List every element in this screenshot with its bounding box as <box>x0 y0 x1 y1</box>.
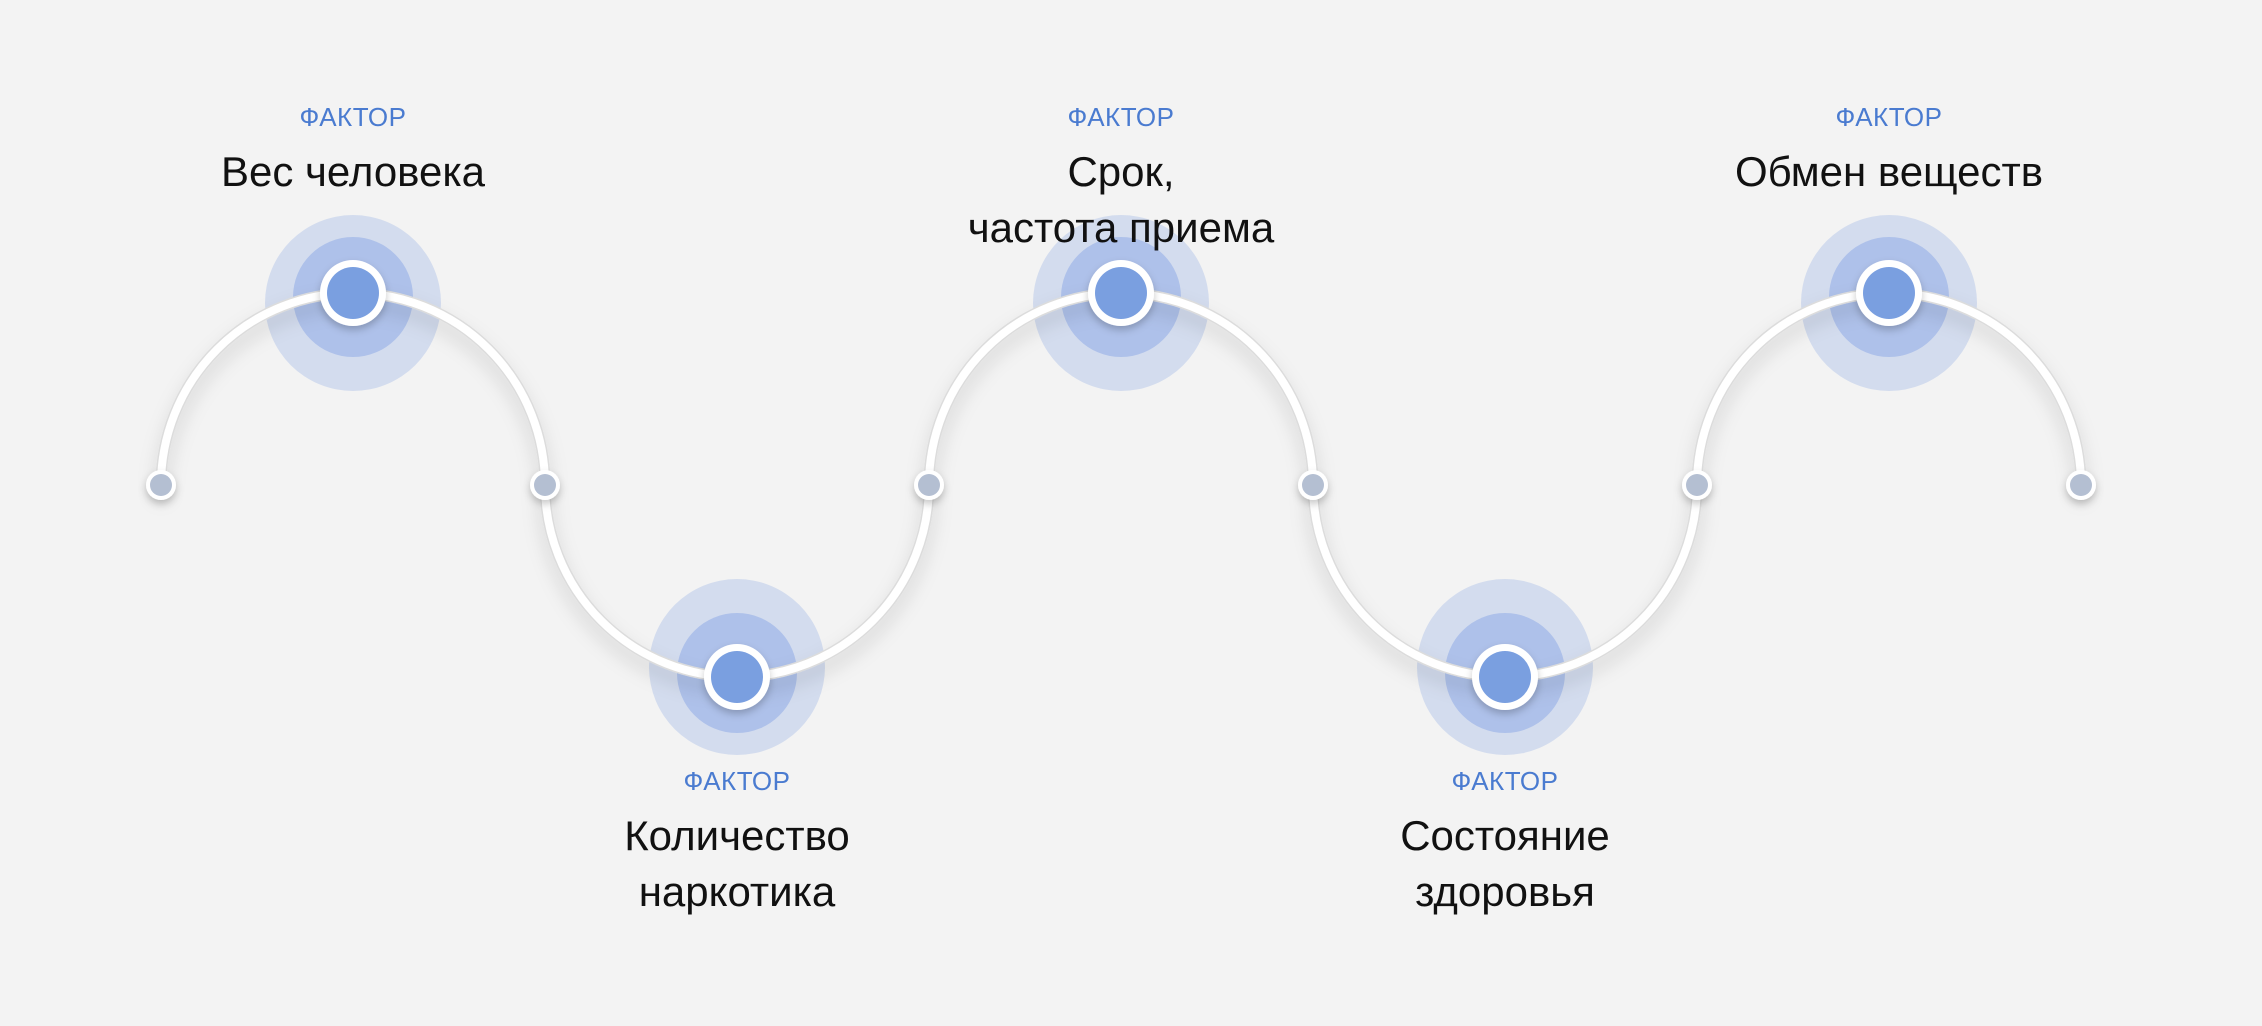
factor-label-health: ФАКТОР Состояние здоровья <box>1275 768 1735 920</box>
factor-kicker: ФАКТОР <box>683 766 791 796</box>
factor-label-metabolism: ФАКТОР Обмен веществ <box>1659 104 2119 200</box>
factor-title-line: Состояние <box>1400 812 1610 859</box>
connector-dot <box>1686 474 1708 496</box>
connector-dot <box>918 474 940 496</box>
node-dot <box>711 651 763 703</box>
factor-title: Срок, частота приема <box>891 144 1351 256</box>
node-dot <box>1095 267 1147 319</box>
factor-title-line: частота приема <box>967 204 1275 251</box>
factor-nodes <box>320 260 1922 710</box>
factor-title: Количество наркотика <box>507 808 967 920</box>
factor-title-line: наркотика <box>638 868 836 915</box>
connector-dot <box>1302 474 1324 496</box>
factor-kicker: ФАКТОР <box>1067 102 1175 132</box>
factor-label-duration: ФАКТОР Срок, частота приема <box>891 104 1351 256</box>
node-dot <box>1863 267 1915 319</box>
factor-title-line: Обмен веществ <box>1734 148 2044 195</box>
factor-title: Обмен веществ <box>1659 144 2119 200</box>
factor-title: Вес человека <box>123 144 583 200</box>
connector-dot <box>534 474 556 496</box>
factor-title-line: Количество <box>624 812 850 859</box>
factor-kicker: ФАКТОР <box>1451 766 1559 796</box>
factor-kicker: ФАКТОР <box>299 102 407 132</box>
factor-title-line: Срок, <box>1067 148 1175 195</box>
factor-label-amount: ФАКТОР Количество наркотика <box>507 768 967 920</box>
factor-kicker: ФАКТОР <box>1835 102 1943 132</box>
factor-title-line: Вес человека <box>220 148 486 195</box>
factor-label-weight: ФАКТОР Вес человека <box>123 104 583 200</box>
factor-title-line: здоровья <box>1415 868 1595 915</box>
node-dot <box>327 267 379 319</box>
connector-dots <box>146 470 2096 500</box>
connector-dot <box>150 474 172 496</box>
node-dot <box>1479 651 1531 703</box>
connector-dot <box>2070 474 2092 496</box>
factor-title: Состояние здоровья <box>1275 808 1735 920</box>
